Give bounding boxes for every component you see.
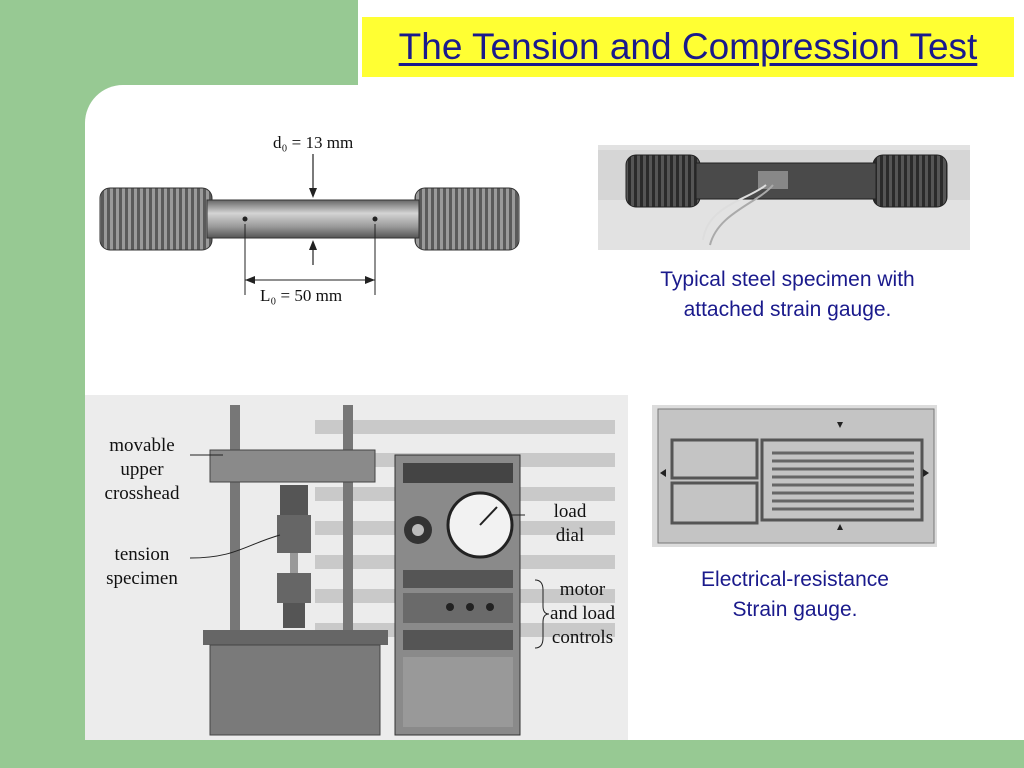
crosshead-callout: movable upper crosshead bbox=[92, 434, 192, 506]
steel-specimen-photo bbox=[598, 145, 970, 250]
title-box: The Tension and Compression Test bbox=[362, 17, 1014, 77]
controls-callout: motor and load controls bbox=[540, 578, 625, 650]
specimen-callout: tension specimen bbox=[92, 543, 192, 591]
controls-callout-line-2: and load bbox=[550, 603, 615, 624]
right-threaded-grip bbox=[414, 187, 520, 251]
specimen-callout-line-1: tension bbox=[114, 544, 170, 565]
strain-gauge-caption: Electrical-resistance Strain gauge. bbox=[650, 565, 940, 625]
specimen-drawing: d₀ = 13 mm L₀ = 50 mm bbox=[99, 133, 520, 305]
controls-callout-line-3: controls bbox=[551, 627, 614, 648]
slide-title: The Tension and Compression Test bbox=[398, 26, 978, 67]
strain-gauge-caption-line-1: Electrical-resistance bbox=[701, 568, 889, 591]
crosshead-callout-line-1: movable bbox=[109, 435, 175, 456]
crosshead-callout-line-2: upper bbox=[120, 459, 164, 480]
test-machine-photo bbox=[85, 395, 628, 740]
crosshead-callout-line-3: crosshead bbox=[104, 483, 180, 504]
controls-callout-line-1: motor bbox=[559, 579, 606, 600]
steel-specimen-caption-line-1: Typical steel specimen with bbox=[660, 268, 915, 291]
strain-gauge-caption-line-2: Strain gauge. bbox=[732, 598, 858, 621]
steel-specimen-caption: Typical steel specimen with attached str… bbox=[615, 265, 960, 325]
left-threaded-grip bbox=[99, 187, 213, 251]
dial-callout: load dial bbox=[535, 500, 605, 548]
dial-callout-line-2: dial bbox=[555, 525, 585, 546]
bottom-green-band bbox=[0, 740, 1024, 768]
strain-gauge-photo bbox=[652, 405, 937, 547]
steel-specimen-caption-line-2: attached strain gauge. bbox=[683, 298, 892, 321]
specimen-callout-line-2: specimen bbox=[106, 568, 178, 589]
diameter-label: d₀ = 13 mm bbox=[273, 133, 353, 152]
gauge-section bbox=[206, 199, 420, 239]
dial-callout-line-1: load bbox=[553, 501, 587, 522]
gauge-length-label: L₀ = 50 mm bbox=[260, 286, 342, 305]
